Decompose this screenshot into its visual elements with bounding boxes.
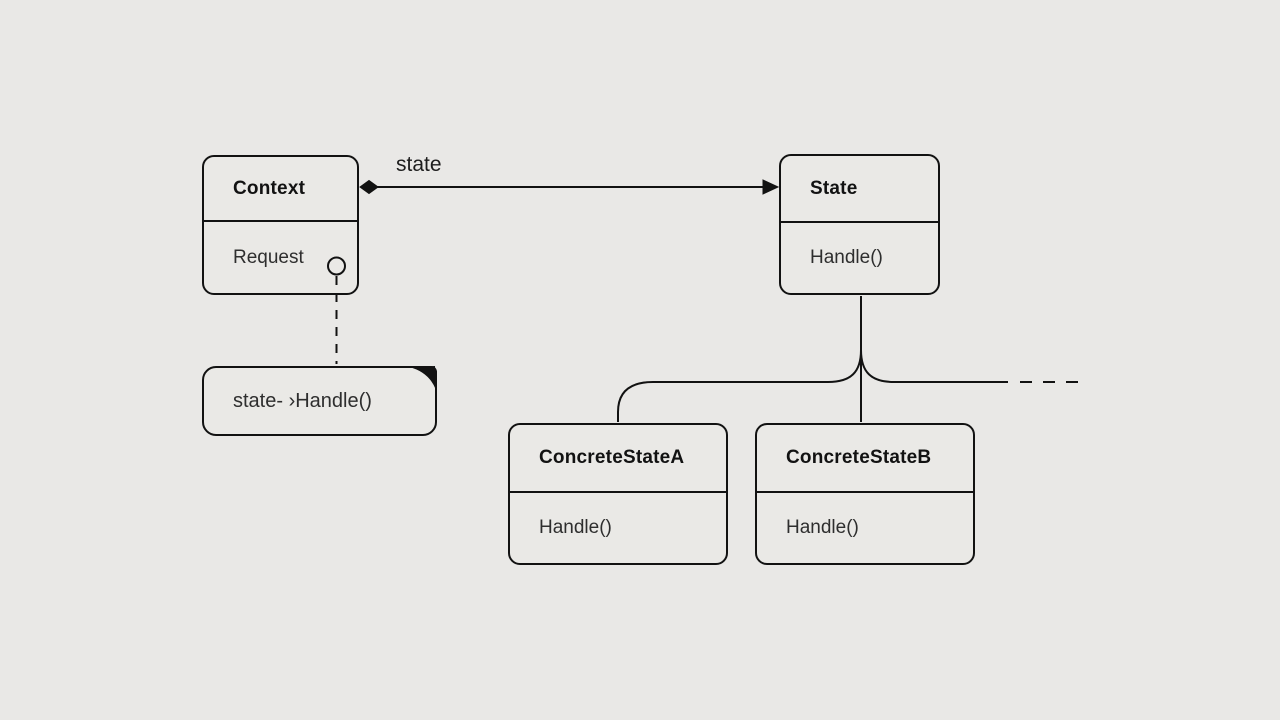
arrowhead-icon bbox=[762, 179, 780, 195]
class-member: Handle() bbox=[539, 517, 612, 538]
class-box-state: State Handle() bbox=[779, 154, 940, 295]
aggregation-diamond-icon bbox=[359, 179, 379, 195]
folded-corner-icon bbox=[409, 366, 436, 390]
class-title: Context bbox=[204, 157, 357, 222]
class-box-concrete-state-b: ConcreteStateB Handle() bbox=[755, 423, 975, 565]
inheritance-tree bbox=[617, 296, 1078, 422]
note-text: state- ›Handle() bbox=[233, 389, 372, 412]
class-member: Request bbox=[233, 246, 304, 268]
class-title: State bbox=[781, 156, 938, 223]
class-member: Handle() bbox=[810, 247, 883, 268]
class-title: ConcreteStateA bbox=[510, 425, 726, 493]
aggregation-edge-label: state bbox=[396, 153, 442, 176]
class-member: Handle() bbox=[786, 517, 859, 538]
class-box-concrete-state-a: ConcreteStateA Handle() bbox=[508, 423, 728, 565]
class-title: ConcreteStateB bbox=[757, 425, 973, 493]
note-box: state- ›Handle() bbox=[202, 366, 437, 436]
aggregation-edge bbox=[359, 179, 780, 195]
class-box-context: Context Request bbox=[202, 155, 359, 295]
